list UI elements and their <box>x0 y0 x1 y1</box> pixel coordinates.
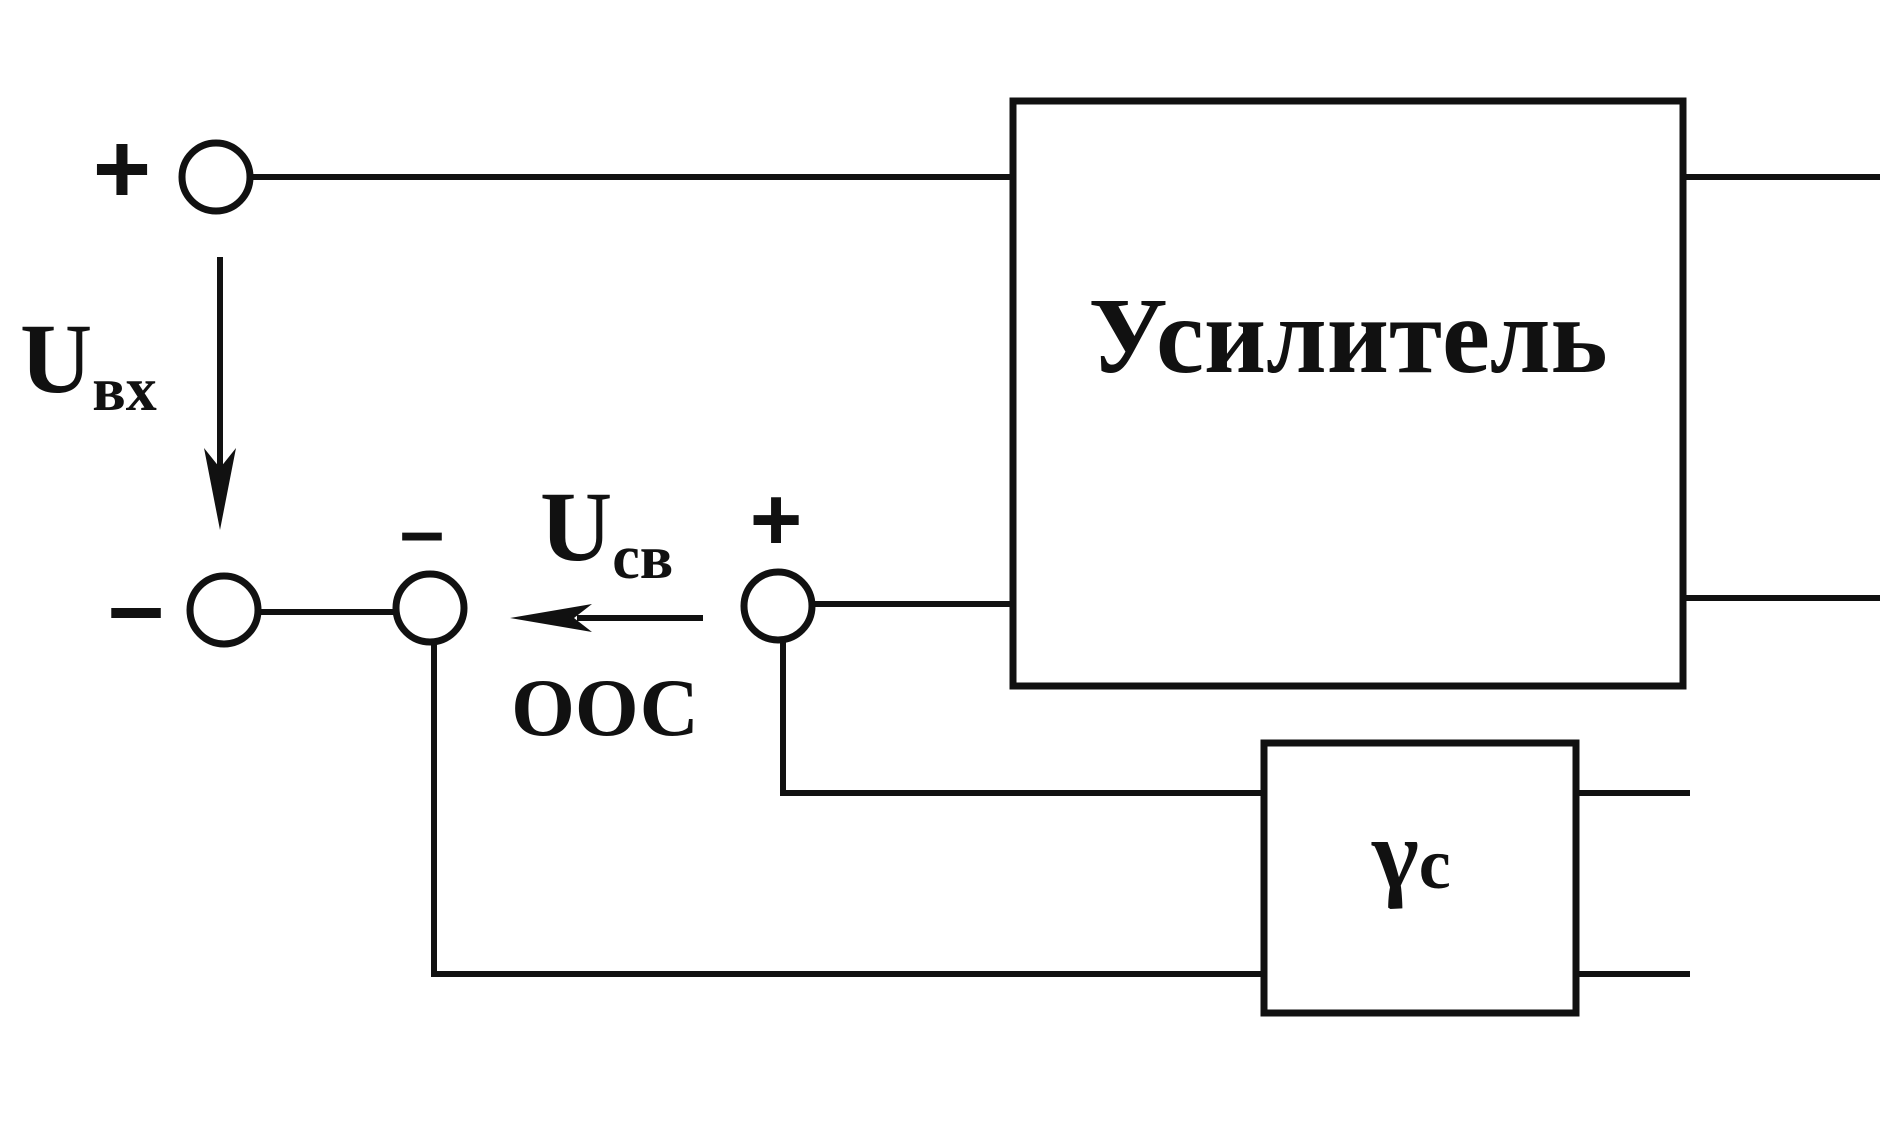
input-minus-sign: – <box>108 550 164 662</box>
input-voltage-arrowhead <box>204 448 236 530</box>
gamma-symbol: γ <box>1371 799 1419 910</box>
feedback-voltage-arrowhead <box>510 604 592 632</box>
feedback-plus-sign: + <box>750 470 803 570</box>
input-plus-terminal <box>178 139 254 215</box>
feedback-voltage-subscript: св <box>612 524 673 592</box>
gamma-block-label: γс <box>1371 799 1451 910</box>
feedback-gamma-block <box>1260 739 1580 1017</box>
wire-feedback-plus-to-gamma-block <box>780 637 1267 796</box>
amplifier-label: Усилитель <box>1088 277 1607 396</box>
input-voltage-label: Uвх <box>20 303 157 424</box>
feedback-minus-sign: – <box>400 486 445 575</box>
feedback-voltage-symbol: U <box>540 471 612 582</box>
input-minus-terminal <box>186 572 262 648</box>
feedback-plus-terminal <box>740 568 816 644</box>
amplifier-block <box>1009 97 1687 690</box>
input-plus-sign: + <box>93 113 151 225</box>
input-voltage-subscript: вх <box>92 356 156 424</box>
gamma-subscript: с <box>1419 824 1451 904</box>
feedback-minus-terminal <box>392 570 468 646</box>
feedback-voltage-label: Uсв <box>540 471 673 592</box>
feedback-type-label: ООС <box>511 662 699 753</box>
input-voltage-symbol: U <box>20 303 92 414</box>
wire-feedback-minus-to-gamma-block <box>431 637 1267 977</box>
